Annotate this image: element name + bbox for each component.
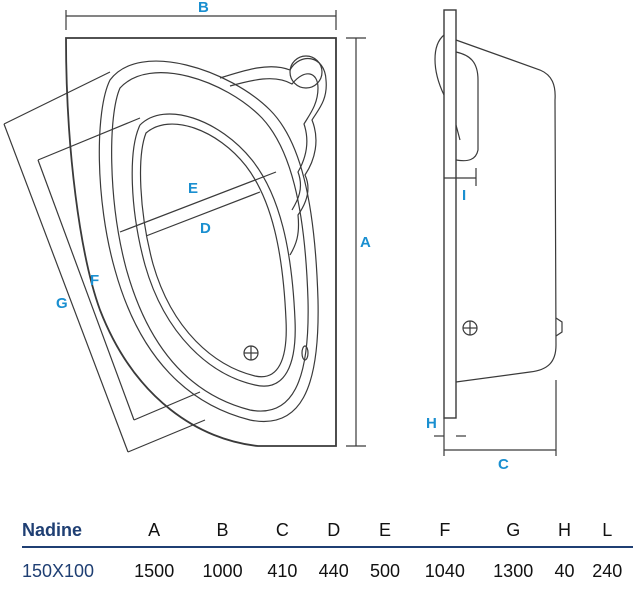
dim-label-f: F bbox=[90, 272, 99, 289]
value-a: 1500 bbox=[134, 560, 175, 581]
header-h: H bbox=[547, 514, 582, 548]
value-h: 40 bbox=[554, 560, 575, 581]
bathtub-technical-drawing: B A E D F G I H C bbox=[3, 0, 563, 473]
side-view-tub-profile bbox=[455, 39, 557, 383]
value-l: 240 bbox=[592, 560, 623, 581]
header-l: L bbox=[581, 514, 633, 548]
header-a: A bbox=[120, 514, 189, 548]
header-b: B bbox=[188, 514, 257, 548]
header-f: F bbox=[410, 514, 480, 548]
header-e: E bbox=[359, 514, 411, 548]
dim-label-g: G bbox=[56, 295, 68, 312]
tub-corner-dome bbox=[289, 55, 323, 89]
side-view-panel bbox=[443, 9, 457, 419]
value-f: 1040 bbox=[424, 560, 465, 581]
model-size: 150X100 bbox=[22, 560, 95, 581]
dim-label-a: A bbox=[360, 234, 371, 251]
header-d: D bbox=[308, 514, 360, 548]
value-e: 500 bbox=[369, 560, 401, 581]
header-g: G bbox=[479, 514, 548, 548]
value-c: 410 bbox=[267, 560, 298, 581]
header-c: C bbox=[256, 514, 309, 548]
tub-rim bbox=[98, 60, 319, 422]
tub-corner-shelf-inner bbox=[229, 73, 319, 211]
dim-label-d: D bbox=[200, 220, 211, 237]
value-b: 1000 bbox=[202, 560, 243, 581]
table-row: 150X100 1500 1000 410 440 500 1040 1300 … bbox=[22, 547, 633, 586]
table-header-row: Nadine A B C D E F G H L bbox=[22, 514, 633, 548]
dim-label-h: H bbox=[426, 415, 437, 432]
specification-table: Nadine A B C D E F G H L 150X100 1500 10… bbox=[22, 514, 633, 586]
dim-label-c-side: C bbox=[498, 456, 509, 473]
tub-basin-inner bbox=[139, 123, 287, 378]
tub-basin bbox=[131, 113, 296, 387]
value-d: 440 bbox=[318, 560, 349, 581]
overflow-icon bbox=[301, 345, 309, 361]
value-g: 1300 bbox=[493, 560, 534, 581]
tub-rim-inner bbox=[111, 72, 309, 412]
side-view-tub-inner bbox=[455, 51, 479, 162]
dim-label-b: B bbox=[198, 0, 209, 16]
model-name: Nadine bbox=[22, 514, 120, 548]
dim-label-e: E bbox=[188, 180, 198, 197]
dim-label-i: I bbox=[462, 187, 466, 204]
